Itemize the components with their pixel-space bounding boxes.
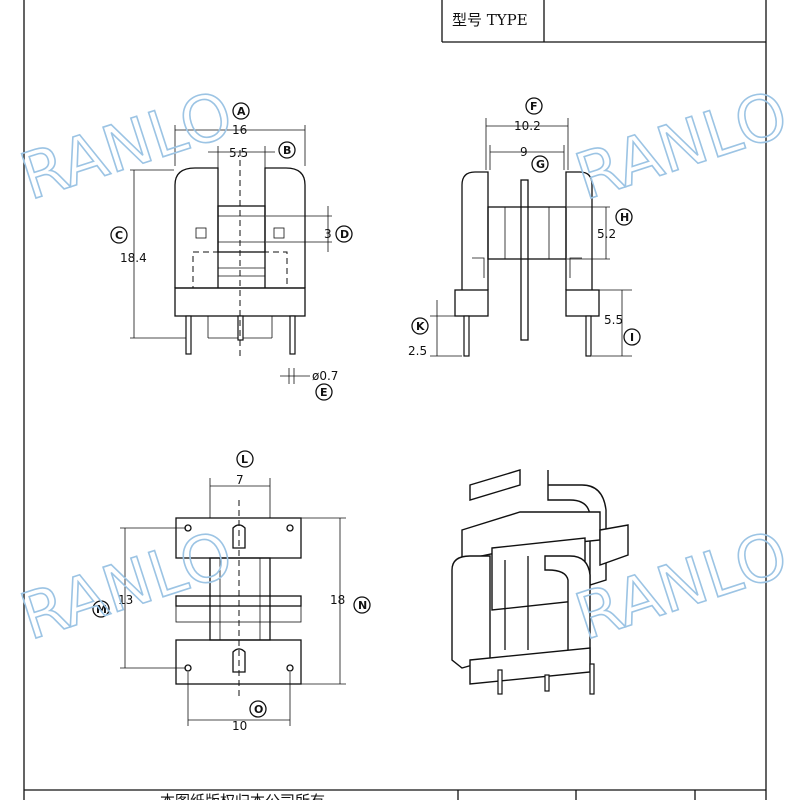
marker-F: F — [525, 97, 543, 115]
svg-text:C: C — [115, 229, 123, 242]
side-view: 10.2 9 5.2 5.5 2.5 — [408, 118, 632, 358]
svg-text:M: M — [96, 603, 107, 616]
marker-H: H — [615, 208, 633, 226]
watermarks: RANLO RANLO RANLO RANLO — [11, 77, 797, 656]
svg-text:B: B — [283, 144, 291, 157]
marker-L: L — [236, 450, 254, 468]
marker-K: K — [411, 317, 429, 335]
dim-K-value: 2.5 — [408, 344, 427, 358]
marker-O: O — [249, 700, 267, 718]
bottom-view: 7 13 18 10 — [118, 473, 346, 733]
dim-D-value: 3 — [324, 227, 332, 241]
svg-text:G: G — [536, 158, 545, 171]
isometric-view — [451, 469, 629, 695]
dim-M-value: 13 — [118, 593, 133, 607]
dim-B-value: 5.5 — [229, 146, 248, 160]
watermark: RANLO — [12, 518, 242, 656]
marker-M: M — [92, 600, 110, 618]
marker-D: D — [335, 225, 353, 243]
dim-L-value: 7 — [236, 473, 244, 487]
title-block: 型号 TYPE 本图纸版权归本公司所有 — [23, 0, 767, 800]
dim-G-value: 9 — [520, 145, 528, 159]
front-view: 16 5.5 18.4 3 ø0.7 — [120, 123, 338, 384]
svg-text:L: L — [241, 453, 248, 466]
dim-O-value: 10 — [232, 719, 247, 733]
watermark: RANLO — [12, 78, 242, 216]
svg-text:K: K — [416, 320, 425, 333]
dim-H-value: 5.2 — [597, 227, 616, 241]
dim-E-value: ø0.7 — [312, 369, 338, 383]
svg-text:F: F — [530, 100, 538, 113]
svg-text:H: H — [620, 211, 629, 224]
dim-F-value: 10.2 — [514, 119, 541, 133]
svg-text:A: A — [237, 105, 246, 118]
dim-N-value: 18 — [330, 593, 345, 607]
marker-E: E — [315, 383, 333, 401]
dimension-markers: A B C D E F G H I K L M N O — [92, 97, 641, 718]
dim-C-value: 18.4 — [120, 251, 147, 265]
bottom-caption: 本图纸版权归本公司所有 — [160, 792, 325, 800]
marker-I: I — [623, 328, 641, 346]
dim-I-value: 5.5 — [604, 313, 623, 327]
marker-N: N — [353, 596, 371, 614]
marker-B: B — [278, 141, 296, 159]
svg-text:E: E — [320, 386, 328, 399]
svg-text:I: I — [630, 331, 634, 344]
marker-A: A — [232, 102, 250, 120]
watermark: RANLO — [567, 78, 797, 216]
marker-C: C — [110, 226, 128, 244]
svg-text:N: N — [358, 599, 367, 612]
marker-G: G — [531, 155, 549, 173]
svg-text:D: D — [340, 228, 349, 241]
dim-A-value: 16 — [232, 123, 247, 137]
type-label: 型号 TYPE — [452, 11, 528, 29]
svg-text:O: O — [254, 703, 263, 716]
